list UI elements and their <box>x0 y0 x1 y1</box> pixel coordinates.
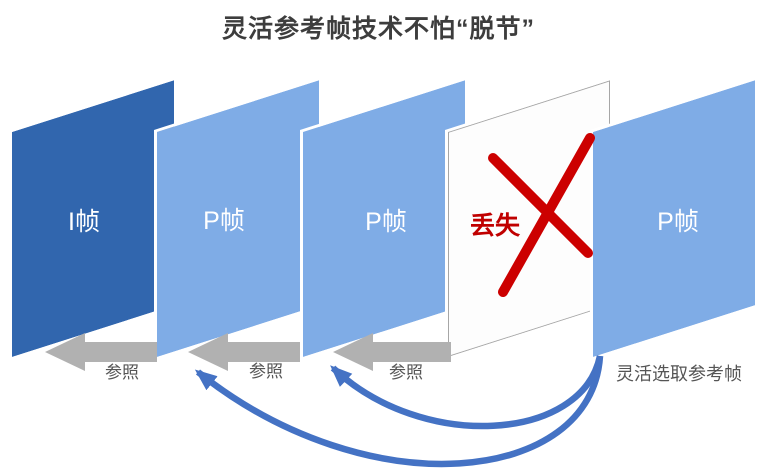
flexible-reference-annotation: 灵活选取参考帧 <box>616 364 742 384</box>
reference-label: 参照 <box>105 363 139 382</box>
frame-label-i: I帧 <box>68 208 100 236</box>
frame-label-p3: P帧 <box>657 208 699 236</box>
frame-label-p2: P帧 <box>365 208 407 236</box>
reference-label: 参照 <box>249 362 283 381</box>
reference-label: 参照 <box>389 363 423 382</box>
frame-label-p1: P帧 <box>203 207 245 235</box>
page-title: 灵活参考帧技术不怕“脱节” <box>221 15 535 43</box>
frame-label-lost: 丢失 <box>469 212 520 240</box>
